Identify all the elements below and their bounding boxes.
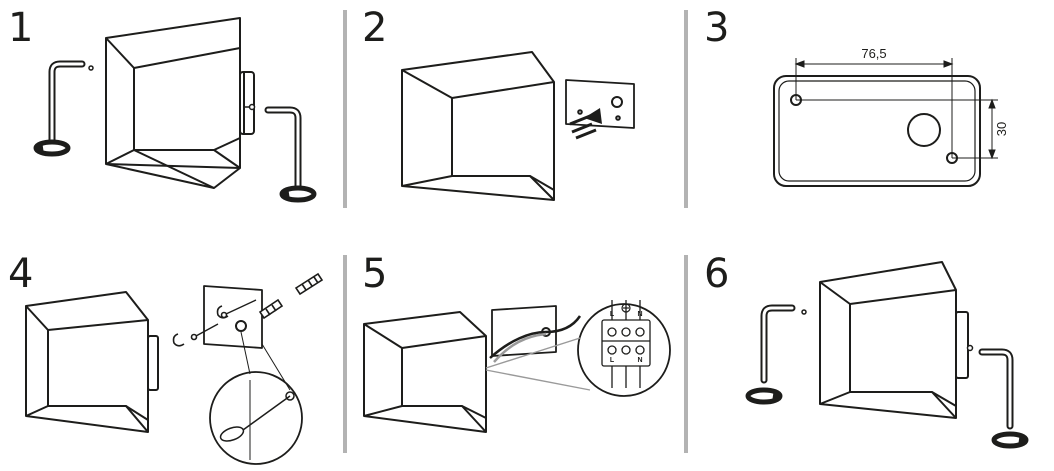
rotate-arrow-right-icon <box>279 185 317 203</box>
step-6-panel: 6 <box>692 240 1052 471</box>
screw-icon-4a <box>190 323 219 341</box>
step-6-illustration <box>745 261 1029 449</box>
mounting-plate <box>565 79 635 129</box>
step-5-number: 5 <box>362 251 388 297</box>
screw-icon-4b <box>220 299 257 319</box>
rotate-arrow-left-icon <box>33 139 71 157</box>
step-5-panel: 5 <box>350 240 680 471</box>
mounting-plate <box>203 285 263 349</box>
step-6-number: 6 <box>704 251 730 297</box>
step-3-illustration: 76,5 30 <box>773 46 1009 187</box>
allen-key-left-icon <box>760 304 796 384</box>
divider-vertical-3 <box>343 255 347 453</box>
terminal-label-top-n: N <box>637 311 642 318</box>
step-4-illustration <box>25 272 324 465</box>
screw-icon-right <box>245 103 256 111</box>
cable-hole <box>907 113 941 147</box>
screw-icon-left <box>801 309 807 315</box>
divider-vertical-2 <box>684 10 688 208</box>
cable-clip-icon-2 <box>216 305 229 319</box>
terminal-label-bottom-l: L <box>610 357 615 364</box>
rotate-arrow-right-icon <box>991 431 1029 449</box>
step-2-panel: 2 <box>350 0 680 230</box>
lamp-box-outline <box>401 51 555 201</box>
mounting-plate-outline <box>773 75 981 187</box>
allen-key-left-icon <box>48 60 86 144</box>
dimension-vertical-label: 30 <box>994 122 1009 136</box>
step-1-panel: 1 <box>0 0 340 230</box>
lamp-box-outline <box>363 311 487 433</box>
wall-anchor-icon-2 <box>258 298 284 320</box>
divider-vertical-1 <box>343 10 347 208</box>
step-2-number: 2 <box>362 5 388 51</box>
rotate-arrow-left-icon <box>745 387 783 405</box>
terminal-label-top-l: L <box>610 311 615 318</box>
wall-anchor-icon-1 <box>294 272 324 296</box>
ground-symbol-icon <box>621 303 631 313</box>
lamp-box-outline <box>105 17 241 169</box>
terminal-block <box>601 300 651 388</box>
step-1-illustration <box>33 17 317 203</box>
lamp-inner-top-edge <box>105 37 241 69</box>
allen-key-right-icon <box>978 348 1014 430</box>
dimension-horizontal-label: 76,5 <box>861 46 886 61</box>
step-5-illustration: L N L N <box>363 300 671 433</box>
step-3-number: 3 <box>704 5 730 51</box>
divider-vertical-4 <box>684 255 688 453</box>
screw-icon-left <box>88 65 94 71</box>
terminal-label-bottom-n: N <box>637 357 642 364</box>
allen-key-right-icon <box>264 106 302 190</box>
step-4-panel: 4 <box>0 240 340 471</box>
screwdriver-icon <box>219 380 295 460</box>
supply-cable <box>489 315 582 359</box>
mounting-plate <box>491 305 557 357</box>
push-arrow-icon <box>569 108 602 140</box>
cable-clip-icon-1 <box>172 333 185 347</box>
step-1-number: 1 <box>8 5 34 51</box>
detail-magnifier <box>209 371 303 465</box>
step-4-number: 4 <box>8 251 34 297</box>
screw-icon-right <box>966 344 974 352</box>
step-2-illustration <box>401 51 635 201</box>
step-3-panel: 3 76,5 30 <box>692 0 1052 230</box>
